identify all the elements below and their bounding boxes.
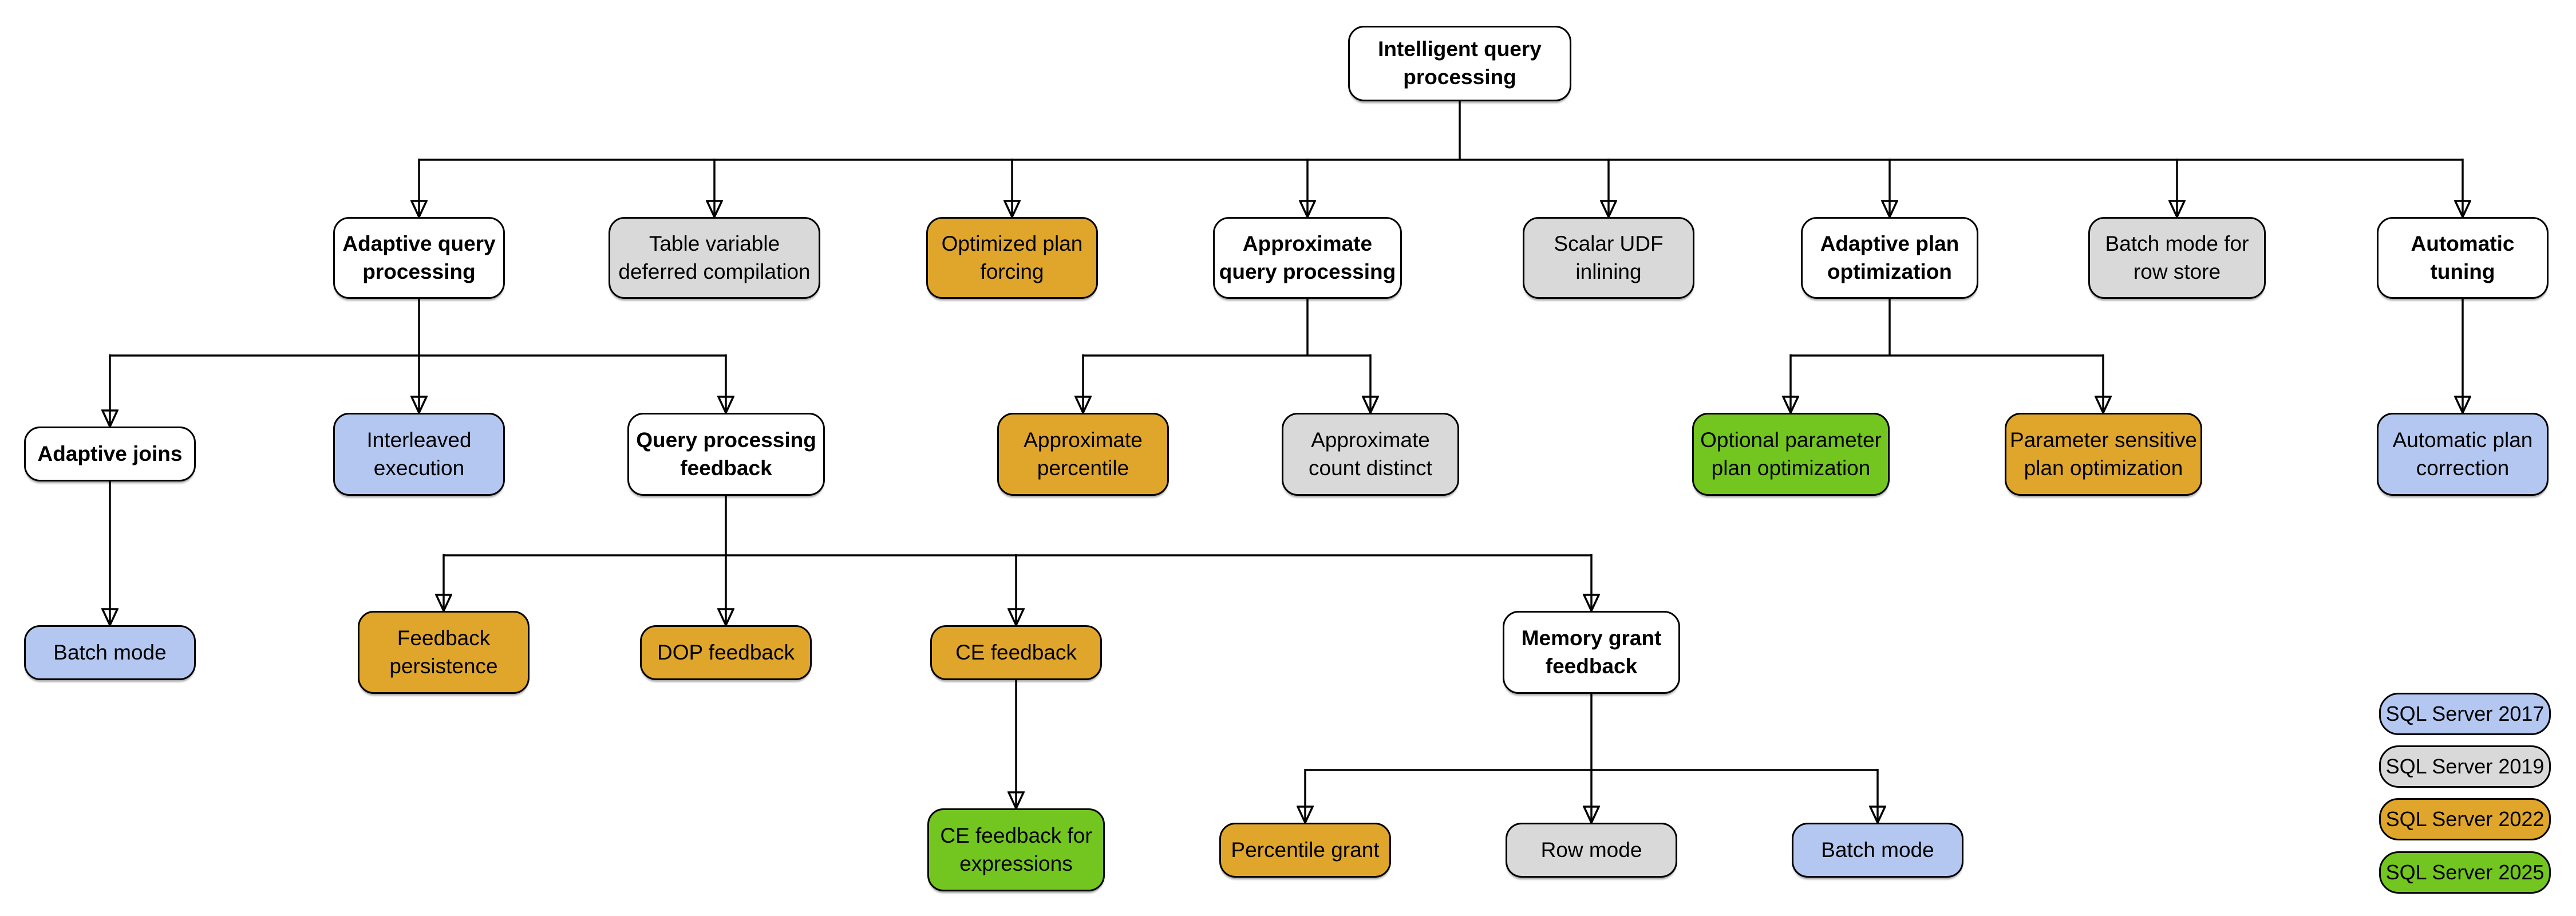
node-percentile-grant: Percentile grant [1219, 823, 1391, 878]
legend-sql-server-2019: SQL Server 2019 [2379, 745, 2551, 788]
node-batch-mode-for-row-store: Batch mode for row store [2088, 217, 2266, 299]
node-interleaved-execution: Interleaved execution [333, 413, 505, 496]
node-automatic-plan-correction: Automatic plan correction [2377, 413, 2549, 496]
node-batch-mode-memory-grant: Batch mode [1792, 823, 1963, 878]
node-ce-feedback: CE feedback [930, 625, 1102, 680]
connector-arrows [110, 159, 2463, 823]
legend-sql-server-2022: SQL Server 2022 [2379, 798, 2551, 840]
node-intelligent-query-processing: Intelligent query processing [1348, 26, 1571, 101]
node-memory-grant-feedback: Memory grant feedback [1503, 611, 1680, 694]
node-approximate-query-processing: Approximate query processing [1213, 217, 1402, 299]
node-row-mode: Row mode [1506, 823, 1677, 878]
node-adaptive-query-processing: Adaptive query processing [333, 217, 505, 299]
node-approximate-percentile: Approximate percentile [997, 413, 1169, 496]
node-query-processing-feedback: Query processing feedback [627, 413, 825, 496]
node-ce-feedback-for-expressions: CE feedback for expressions [927, 808, 1105, 891]
legend-sql-server-2017: SQL Server 2017 [2379, 693, 2551, 735]
node-parameter-sensitive-plan-optimization: Parameter sensitive plan optimization [2005, 413, 2202, 496]
node-automatic-tuning: Automatic tuning [2377, 217, 2549, 299]
node-optional-parameter-plan-optimization: Optional parameter plan optimization [1692, 413, 1890, 496]
node-optimized-plan-forcing: Optimized plan forcing [926, 217, 1098, 299]
node-batch-mode-adaptive-joins: Batch mode [24, 625, 196, 680]
node-adaptive-plan-optimization: Adaptive plan optimization [1801, 217, 1978, 299]
node-feedback-persistence: Feedback persistence [358, 611, 530, 694]
node-table-variable-deferred-compilation: Table variable deferred compilation [609, 217, 820, 299]
node-adaptive-joins: Adaptive joins [24, 427, 196, 481]
connector-spines [110, 101, 2463, 771]
node-scalar-udf-inlining: Scalar UDF inlining [1523, 217, 1694, 299]
legend-sql-server-2025: SQL Server 2025 [2379, 851, 2551, 894]
node-dop-feedback: DOP feedback [640, 625, 812, 680]
node-approximate-count-distinct: Approximate count distinct [1282, 413, 1459, 496]
